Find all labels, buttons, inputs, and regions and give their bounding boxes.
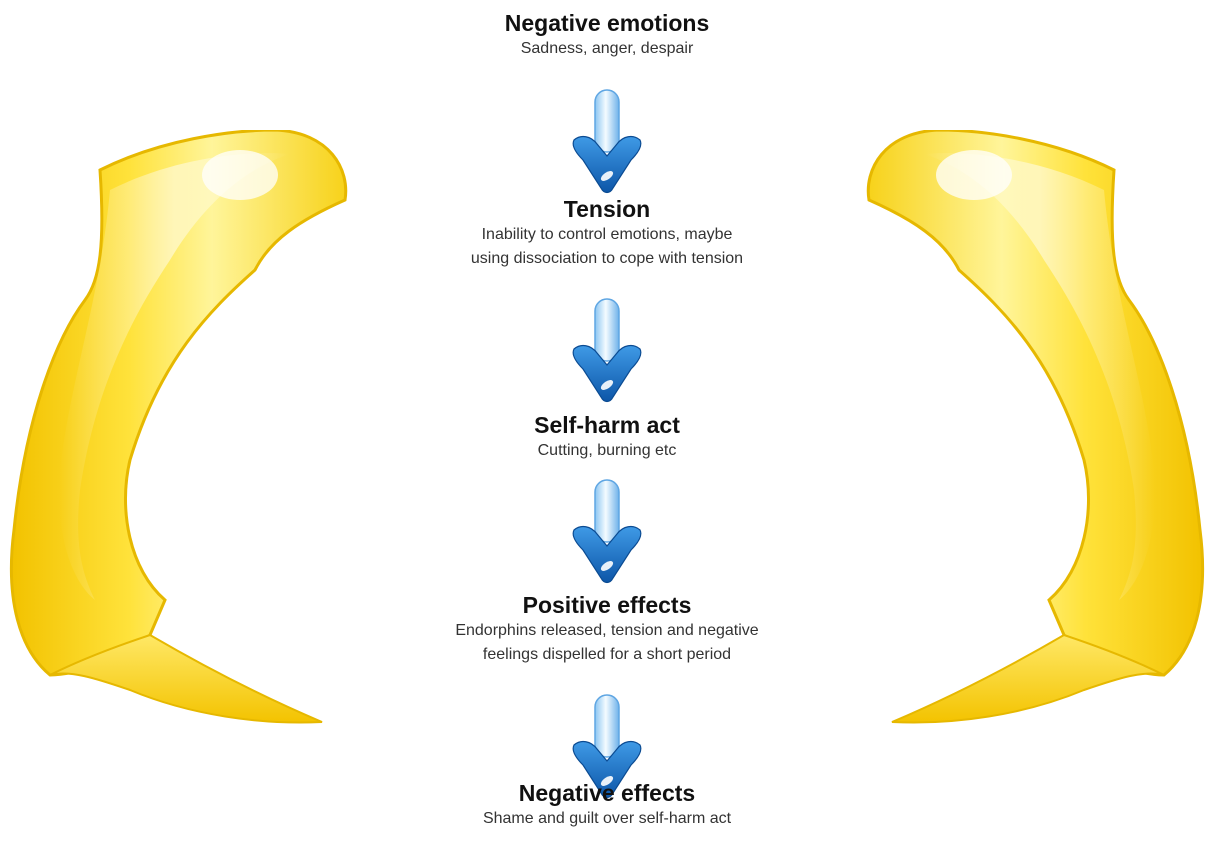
step-title: Self-harm act bbox=[534, 412, 680, 438]
step-tension: Tension Inability to control emotions, m… bbox=[307, 196, 907, 271]
step-description: Sadness, anger, despair bbox=[520, 40, 694, 57]
step-description: using dissociation to cope with tension bbox=[470, 250, 744, 267]
step-title: Negative effects bbox=[518, 780, 696, 806]
curl-gloss bbox=[936, 150, 1012, 200]
step-title: Tension bbox=[563, 196, 651, 222]
arrow-shaft bbox=[594, 694, 620, 758]
down-arrow-icon bbox=[572, 694, 642, 799]
arrow-gloss bbox=[600, 561, 614, 571]
down-arrow-icon bbox=[572, 479, 642, 584]
step-negative-emotions: Negative emotions Sadness, anger, despai… bbox=[307, 10, 907, 61]
curved-arrow-icon bbox=[866, 130, 1205, 724]
step-title: Negative emotions bbox=[504, 10, 710, 36]
arrow-head bbox=[572, 525, 642, 584]
arrow-gloss bbox=[600, 171, 614, 181]
curl-highlight bbox=[924, 153, 1155, 600]
step-description: Cutting, burning etc bbox=[537, 442, 677, 459]
down-arrow-icon bbox=[572, 298, 642, 403]
curl-body bbox=[866, 130, 1205, 677]
step-positive-effects: Positive effects Endorphins released, te… bbox=[307, 592, 907, 667]
arrow-gloss bbox=[600, 380, 614, 390]
step-description: feelings dispelled for a short period bbox=[482, 646, 732, 663]
step-description: Inability to control emotions, maybe bbox=[481, 226, 733, 243]
curl-body bbox=[9, 130, 348, 677]
step-description: Shame and guilt over self-harm act bbox=[482, 810, 732, 827]
arrow-shaft bbox=[594, 298, 620, 362]
curl-gloss bbox=[202, 150, 278, 200]
arrow-shaft bbox=[594, 89, 620, 153]
step-negative-effects: Negative effects Shame and guilt over se… bbox=[307, 780, 907, 831]
curved-arrow-icon bbox=[9, 130, 348, 724]
step-self-harm-act: Self-harm act Cutting, burning etc bbox=[307, 412, 907, 463]
arrow-head bbox=[572, 344, 642, 403]
arrow-gloss bbox=[600, 776, 614, 786]
step-description: Endorphins released, tension and negativ… bbox=[455, 622, 759, 639]
curl-highlight bbox=[59, 153, 290, 600]
arrow-head bbox=[572, 740, 642, 799]
step-title: Positive effects bbox=[522, 592, 692, 618]
curl-tip bbox=[49, 633, 323, 724]
arrow-shaft bbox=[594, 479, 620, 543]
arrow-head bbox=[572, 135, 642, 194]
down-arrow-icon bbox=[572, 89, 642, 194]
curl-tip bbox=[891, 633, 1165, 724]
